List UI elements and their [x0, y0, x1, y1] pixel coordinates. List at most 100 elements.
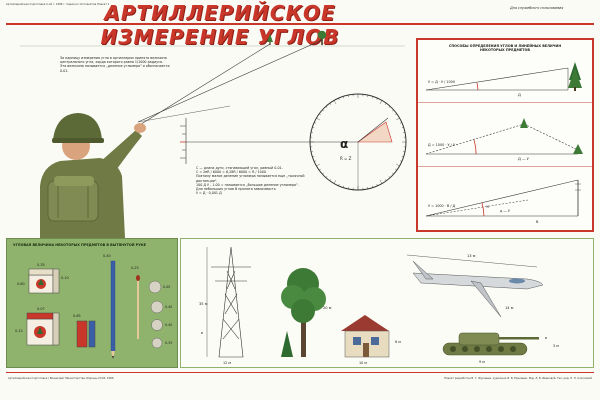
- method-figure-3: [425, 179, 581, 217]
- circle-tick: [319, 168, 321, 171]
- circle-tick: [319, 113, 321, 116]
- distant-tree-left: [267, 34, 273, 45]
- matchbox-bottom: [26, 312, 60, 346]
- method-2-left-formula: Д = 1000 · У / У: [428, 143, 456, 147]
- circle-tick: [399, 160, 402, 162]
- methods-panel: СПОСОБЫ ОПРЕДЕЛЕНИЯ УГЛОВ И ЛИНЕЙНЫХ ВЕЛ…: [416, 38, 594, 232]
- value-pencil: 0-40: [103, 254, 111, 258]
- circle-tick: [395, 113, 397, 116]
- value-coin-1: 0-40: [163, 285, 170, 289]
- method-figure-2: [425, 118, 583, 155]
- methods-divider-2: [418, 166, 592, 167]
- value-coin-2: 0-40: [165, 305, 172, 309]
- circle-tick: [384, 179, 387, 181]
- goniometer-circle: [309, 93, 407, 191]
- title-rule: [6, 23, 594, 25]
- circle-tick: [325, 106, 328, 108]
- formula-line-4: 100 Д У - 1-00 = называется „большое дел…: [196, 182, 299, 187]
- formula-line-2: С = 2πR / 6000 ≈ 6,28R / 6000 ≈ R / 1000: [196, 170, 266, 175]
- circle-tick: [395, 168, 397, 171]
- angle-scale: [180, 118, 187, 164]
- circle-tick: [329, 103, 332, 105]
- circle-tick: [333, 180, 337, 184]
- radius-label: R = Z: [340, 156, 352, 161]
- circle-tick: [342, 96, 344, 99]
- tree-height: 20 м: [323, 306, 332, 310]
- circle-tick: [372, 185, 374, 188]
- method-3-mid-label: д — У: [500, 209, 511, 213]
- circle-tick: [379, 180, 383, 184]
- sight-line-c: [137, 105, 231, 123]
- value-matchbox-width: 0-35: [37, 263, 45, 267]
- object-sizes-panel: 35 м 12 м 20 м 10 м 6 м: [180, 238, 594, 368]
- circle-tick: [396, 117, 400, 121]
- match-stick: [136, 275, 140, 339]
- pylon-width: 12 м: [223, 361, 231, 365]
- method-1-left-formula: У = Д · У / 1000: [428, 80, 455, 84]
- circle-tick: [399, 122, 402, 124]
- object-sizes-illustration: 35 м 12 м 20 м 10 м 6 м: [199, 246, 559, 365]
- formula-block: С — длина дуги, стягивающей угол, равный…: [196, 166, 316, 195]
- method-1-bottom-label: Д: [518, 93, 521, 97]
- height-mark-1: в: [201, 331, 203, 335]
- intro-p2: Эта величина называется „деление угломер…: [60, 64, 170, 73]
- house: [341, 315, 390, 358]
- method-2-bottom-label: Д — У: [518, 157, 530, 161]
- methods-diagrams: У = Д · У / 1000 Д Д = 1000 · У / У Д — …: [425, 62, 583, 224]
- alpha-label: α: [340, 137, 348, 151]
- classification-stamp: Для служебного пользования: [510, 6, 564, 10]
- pencil: [110, 260, 116, 359]
- circle-tick: [388, 176, 391, 178]
- method-3-left-formula: У = 1000 · В / Д: [428, 204, 456, 208]
- formula-line-5: Для небольших углов В принята зависимост…: [196, 187, 276, 192]
- intro-p1: За единицу измерения угла в артиллерии п…: [60, 56, 167, 65]
- circle-tick: [314, 122, 317, 124]
- circle-tick: [338, 183, 340, 186]
- formula-line-1: С — длина дуги, стягивающей угол, равный…: [196, 166, 283, 170]
- method-angle-mark: ×: [486, 204, 489, 209]
- tank-width: 9 м: [479, 360, 485, 364]
- matchbox-top: [28, 268, 60, 294]
- circle-tick: [312, 126, 315, 128]
- circle-tick: [316, 163, 320, 167]
- distant-tree-right: [317, 30, 327, 45]
- circle-tick: [333, 100, 337, 104]
- soldier-figure: [40, 113, 146, 238]
- circle-tick: [372, 96, 374, 99]
- house-width: 10 м: [359, 361, 367, 365]
- tank: [442, 332, 539, 356]
- intro-text: За единицу измерения угла в артиллерии п…: [60, 56, 170, 73]
- circle-tick: [342, 185, 344, 188]
- circle-tick: [338, 98, 340, 101]
- circle-tick: [376, 98, 378, 101]
- plane-length-line: [406, 254, 538, 268]
- power-pylon: [211, 246, 251, 358]
- circle-tick: [329, 179, 332, 181]
- circle-tick: [314, 160, 317, 162]
- deciduous-tree: [281, 268, 326, 357]
- value-match: 0-25: [131, 266, 139, 270]
- poster-title: АРТИЛЛЕРИЙСКОЕ ИЗМЕРЕНИЕ УГЛОВ: [100, 1, 340, 49]
- circle-tick: [312, 156, 315, 158]
- methods-divider-1: [418, 102, 592, 103]
- circle-tick: [379, 100, 383, 104]
- height-mark-2: в: [545, 336, 547, 340]
- circle-tick: [376, 183, 378, 186]
- plane-length: 13 м: [467, 254, 476, 258]
- methods-panel-title: СПОСОБЫ ОПРЕДЕЛЕНИЯ УГЛОВ И ЛИНЕЙНЫХ ВЕЛ…: [448, 44, 562, 52]
- value-matchbox-depth: 0-10: [61, 276, 69, 280]
- match-box-end: [88, 320, 96, 348]
- footer-credits: Плакат разработан В. Г. Жуковым, художни…: [444, 377, 592, 380]
- circle-tick: [325, 176, 328, 178]
- pylon-height: 35 м: [199, 302, 208, 306]
- hand-objects-title: УГЛОВАЯ ВЕЛИЧИНА НЕКОТОРЫХ ПРЕДМЕТОВ В В…: [13, 243, 146, 247]
- value-box-width: 0-07: [37, 307, 45, 311]
- plane-width: 14 м: [505, 306, 514, 310]
- match-box-side: [76, 320, 88, 348]
- circle-tick: [401, 126, 404, 128]
- series-caption: Артиллерийская подготовка 2-ой г. 1986 г…: [6, 3, 110, 6]
- value-box-height: 0-12: [15, 329, 23, 333]
- value-side: 0-65: [73, 314, 81, 318]
- hand-objects-panel: УГЛОВАЯ ВЕЛИЧИНА НЕКОТОРЫХ ПРЕДМЕТОВ В В…: [6, 238, 178, 368]
